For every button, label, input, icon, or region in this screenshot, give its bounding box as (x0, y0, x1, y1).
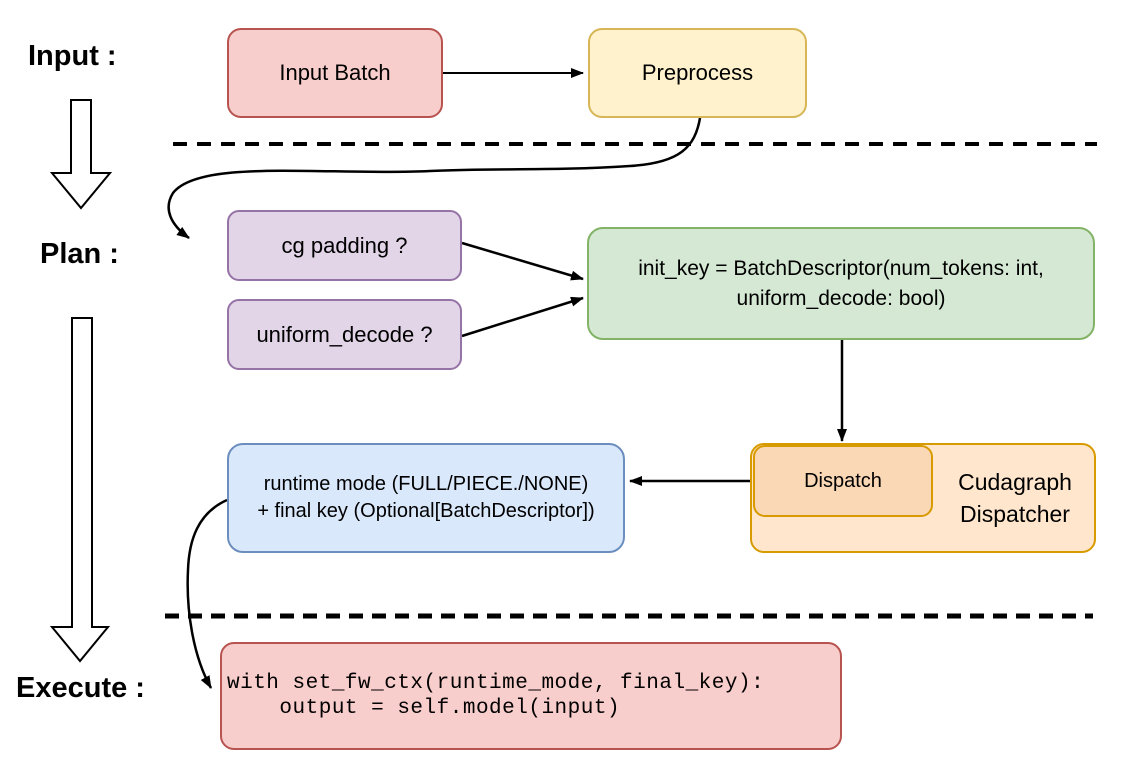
cg-padding-node: cg padding ? (227, 210, 462, 281)
plan-flow-arrow (49, 317, 111, 663)
runtime-mode-line-2: + final key (Optional[BatchDescriptor]) (257, 500, 595, 522)
curve-runtimemode-to-execute (186, 498, 228, 689)
runtime-mode-node: runtime mode (FULL/PIECE./NONE) + final … (227, 443, 625, 553)
arrow-cgpadding-to-initkey (461, 241, 584, 281)
input-flow-arrow (49, 99, 113, 210)
cudagraph-dispatcher-line-2: Dispatcher (960, 501, 1070, 527)
execute-code-line-2: output = self.model(input) (227, 697, 621, 720)
init-key-line-2: uniform_decode: bool) (736, 286, 946, 310)
dispatch-label: Dispatch (804, 469, 882, 492)
cudagraph-dispatcher-line-1: Cudagraph (958, 469, 1072, 495)
arrow-uniformdecode-to-initkey (461, 296, 584, 338)
dispatch-node: Dispatch (753, 445, 933, 517)
input-batch-label: Input Batch (279, 60, 391, 86)
curve-preprocess-to-plan (167, 117, 702, 240)
preprocess-label: Preprocess (641, 60, 754, 86)
execute-code-line-1: with set_fw_ctx(runtime_mode, final_key)… (227, 672, 765, 695)
execute-code-node: with set_fw_ctx(runtime_mode, final_key)… (220, 642, 842, 750)
runtime-mode-line-1: runtime mode (FULL/PIECE./NONE) (263, 473, 589, 495)
cudagraph-dispatcher-label: Cudagraph Dispatcher (940, 445, 1090, 551)
execute-section-label: Execute : (16, 672, 145, 704)
plan-section-label: Plan : (40, 238, 119, 270)
uniform-decode-label: uniform_decode ? (256, 321, 433, 347)
input-section-label: Input : (28, 40, 117, 72)
uniform-decode-node: uniform_decode ? (227, 299, 462, 370)
cg-padding-label: cg padding ? (281, 232, 408, 258)
input-batch-node: Input Batch (227, 28, 443, 118)
init-key-node: init_key = BatchDescriptor(num_tokens: i… (587, 227, 1095, 340)
init-key-line-1: init_key = BatchDescriptor(num_tokens: i… (638, 256, 1044, 280)
preprocess-node: Preprocess (588, 28, 807, 118)
